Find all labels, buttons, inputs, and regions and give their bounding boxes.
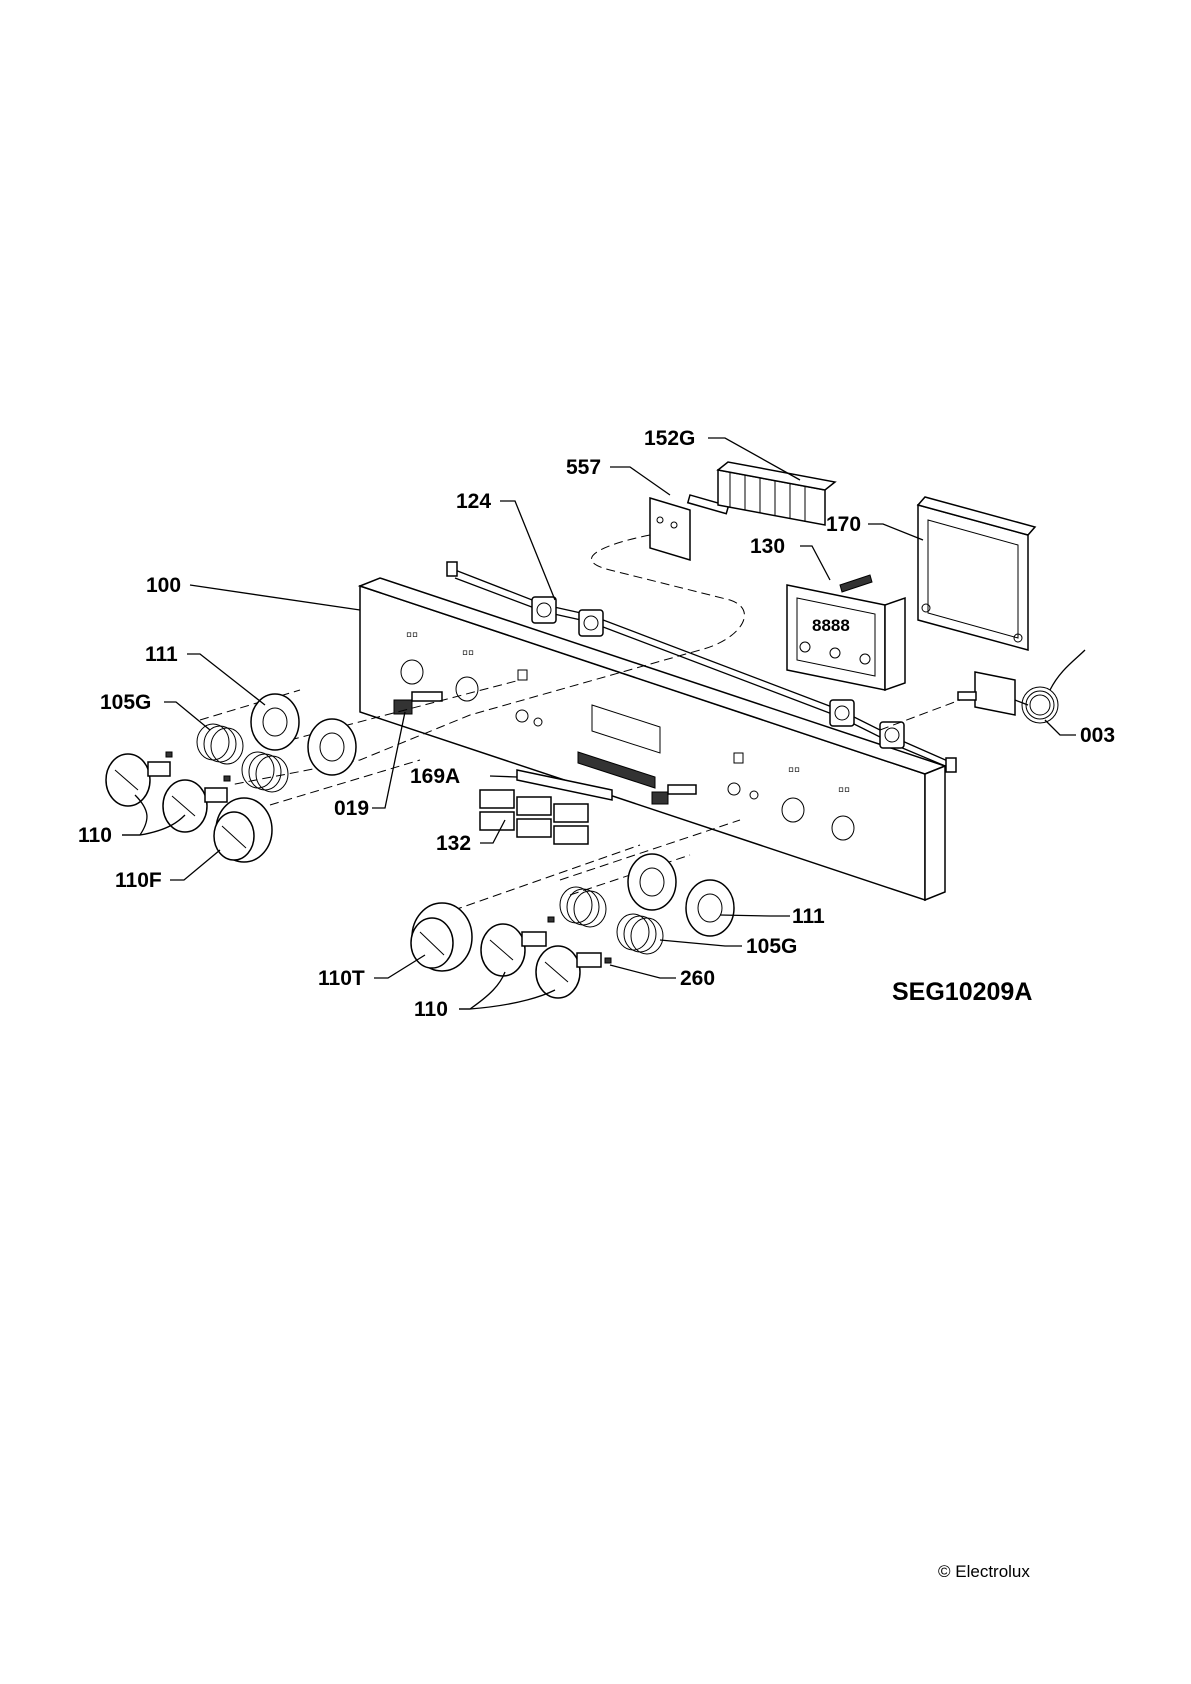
callout-132: 132 [436,832,471,855]
callout-105G-left: 105G [100,691,151,714]
callout-169A: 169A [410,765,460,788]
callout-100: 100 [146,574,181,597]
callout-110F: 110F [115,869,162,892]
knob-110T [410,902,473,972]
callout-019: 019 [334,797,369,820]
callout-105G-right: 105G [746,935,797,958]
callout-557: 557 [566,456,601,479]
callout-111-right: 111 [792,905,825,928]
clip-260 [165,751,612,964]
knob-110-bottom-right [535,945,602,999]
callout-110-left: 110 [78,824,112,847]
callout-003: 003 [1080,724,1115,747]
callout-110T: 110T [318,967,365,990]
frame-170 [916,496,1037,651]
copyright-notice: © Electrolux [938,1562,1030,1581]
wiring-harness-124 [446,561,957,773]
callout-110-bottom: 110 [414,998,448,1021]
knob-110F [213,797,273,863]
callout-152G: 152G [644,427,695,450]
callout-130: 130 [750,535,785,558]
terminal-block-152G [686,461,837,526]
thermostat-003 [957,649,1086,724]
switch-019 [393,691,443,715]
svg-text:▫▫: ▫▫ [788,760,800,779]
knob-110-left-lower [162,779,228,833]
callout-260: 260 [680,967,715,990]
ring-111-right [627,853,735,937]
svg-text:8888: 8888 [812,616,850,635]
callout-170: 170 [826,513,861,536]
leader-lines [122,437,1076,1010]
bracket-557 [649,496,691,562]
switch-169A [651,784,697,805]
knob-110-left-upper [105,753,171,807]
timer-130: 8888 [786,574,906,692]
ring-111-left [250,693,357,776]
spring-105G-right [559,886,664,955]
svg-text:▫▫: ▫▫ [462,643,474,662]
callout-124: 124 [456,490,491,513]
spring-105G-left [196,723,289,793]
callout-111-left: 111 [145,643,178,666]
svg-text:▫▫: ▫▫ [838,780,850,799]
control-panel-100: ▫▫ ▫▫ ▫▫ ▫▫ [357,577,948,902]
buttons-132 [479,789,589,845]
drawing-code: SEG10209A [892,978,1032,1006]
callout-labels: 152G 557 124 170 130 100 111 105G 003 16… [78,427,1115,1021]
knob-110-bottom-left [480,923,547,977]
svg-text:▫▫: ▫▫ [406,625,418,644]
